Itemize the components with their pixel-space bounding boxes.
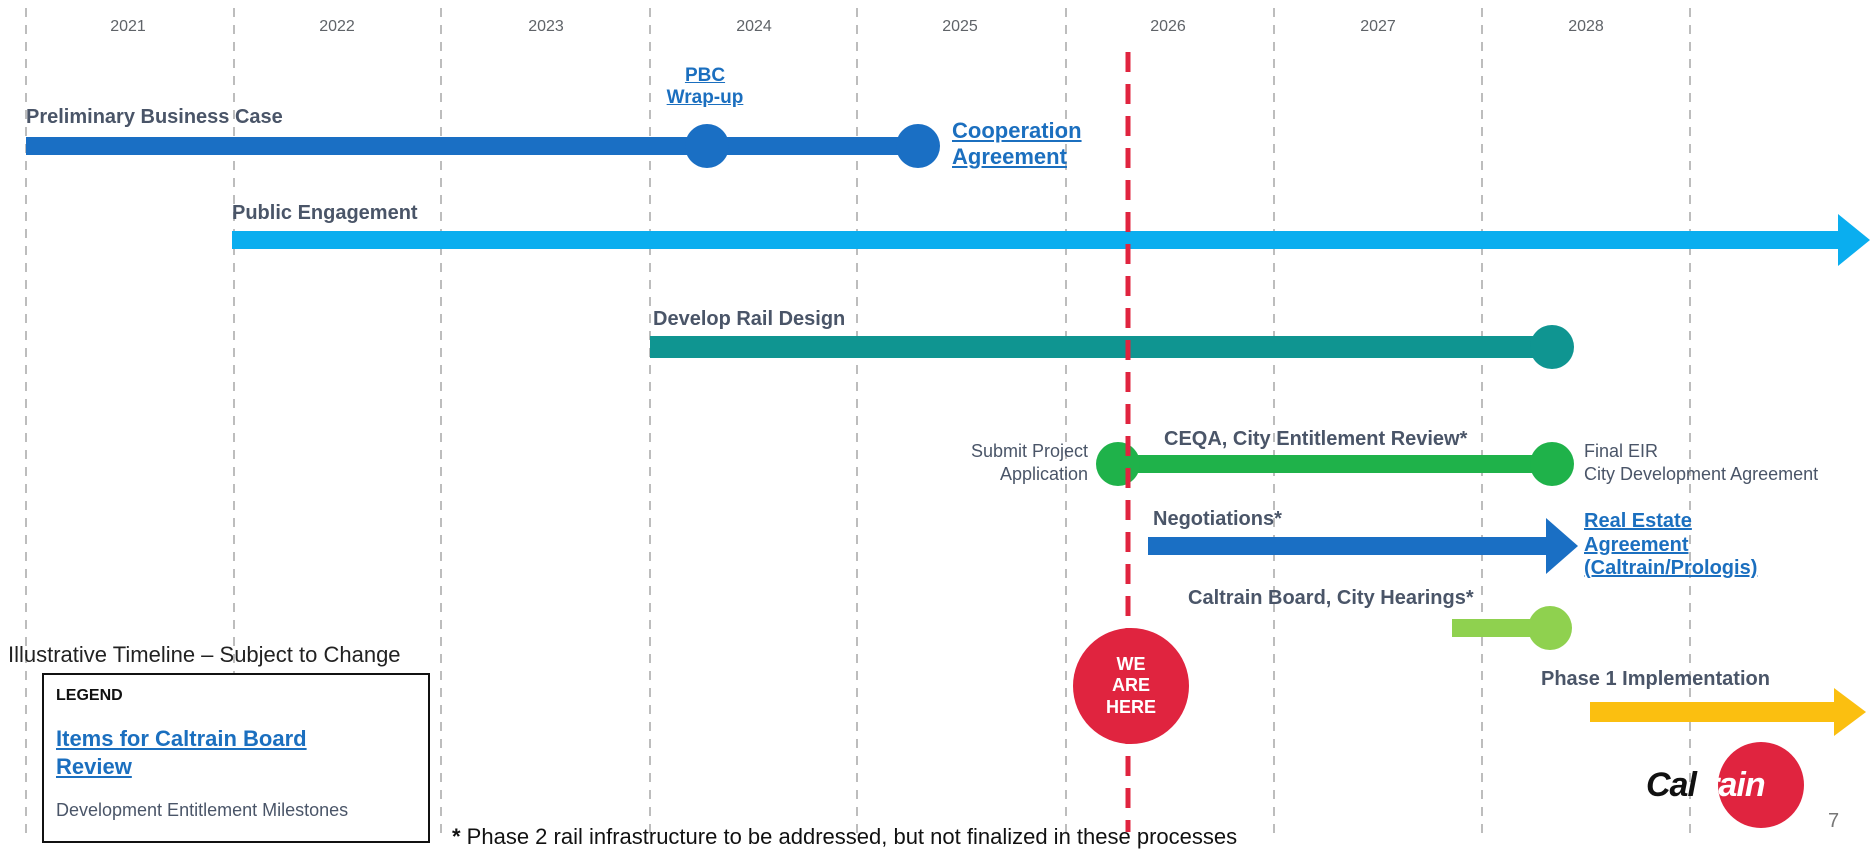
year-label-2024: 2024 [736,18,772,35]
phase1-implementation-label: Phase 1 Implementation [1541,668,1770,690]
timeline-caption: Illustrative Timeline – Subject to Chang… [8,642,401,667]
hearings-label: Caltrain Board, City Hearings* [1188,587,1474,609]
final-eir-line1: Final EIR [1584,441,1659,461]
submit-project-application-line1: Submit Project [970,441,1088,461]
hearings-bar [1452,606,1572,650]
hearings-milestone [1528,606,1572,650]
cooperation-agreement-milestone [896,124,940,168]
pbc-wrapup-line2: Wrap-up [666,87,744,109]
rail-design-end-milestone [1530,325,1574,369]
footnote: * Phase 2 rail infrastructure to be addr… [452,824,1237,850]
caltrain-logo: Caltrain [1640,740,1825,830]
page-number: 7 [1828,810,1840,832]
pbc-wrapup-milestone [685,124,729,168]
submit-application-milestone [1096,442,1140,486]
pbc-wrapup-link[interactable]: PBC Wrap-up [660,65,750,110]
pbc-wrapup-line1: PBC [684,65,726,86]
cooperation-agreement-line2: Agreement [952,143,1067,169]
submit-project-application-label: Submit Project Application [910,440,1088,485]
final-eir-label: Final EIR City Development Agreement [1584,440,1818,485]
preliminary-business-case-label: Preliminary Business Case [26,106,283,128]
we-are-here-line2: ARE [1111,675,1150,696]
negotiations-arrow [1148,518,1578,574]
legend-box: LEGEND Items for Caltrain Board Review D… [42,673,430,843]
caltrain-logo-part1: Cal [1646,766,1697,804]
cooperation-agreement-line1: Cooperation [952,118,1082,143]
final-eir-line2: City Development Agreement [1584,463,1819,484]
year-label-2025: 2025 [942,18,978,35]
caltrain-logo-circle [1718,742,1804,828]
develop-rail-design-label: Develop Rail Design [653,308,846,330]
negotiations-label: Negotiations* [1153,508,1282,530]
real-estate-agreement-line3: (Caltrain/Prologis) [1584,557,1758,580]
submit-project-application-line2: Application [999,463,1088,484]
develop-rail-design-bar [650,325,1574,369]
legend-development-milestones: Development Entitlement Milestones [56,800,349,820]
footnote-text: Phase 2 rail infrastructure to be addres… [460,824,1238,849]
year-label-2026: 2026 [1150,18,1186,35]
year-label-2027: 2027 [1360,18,1396,35]
we-are-here-badge: WE ARE HERE [1073,628,1189,744]
year-label-2028: 2028 [1568,18,1604,35]
caltrain-logo-part2: train [1695,766,1766,804]
legend-title: LEGEND [56,687,123,704]
preliminary-business-case-bar [26,124,940,168]
real-estate-agreement-line1: Real Estate [1584,510,1692,532]
public-engagement-label: Public Engagement [232,202,418,224]
we-are-here-line1: WE [1116,653,1146,674]
final-eir-milestone [1530,442,1574,486]
year-label-2023: 2023 [528,18,564,35]
phase1-implementation-arrow [1590,688,1866,736]
we-are-here-line3: HERE [1105,696,1156,717]
real-estate-agreement-link[interactable]: Real Estate Agreement (Caltrain/Prologis… [1584,510,1757,581]
real-estate-agreement-line2: Agreement [1584,533,1689,556]
legend-items-board-review-link[interactable]: Items for Caltrain Board Review [56,726,307,779]
cooperation-agreement-link[interactable]: Cooperation Agreement [952,118,1082,170]
year-label-2022: 2022 [319,18,355,35]
footnote-star: * [452,824,461,849]
public-engagement-arrow [232,214,1870,266]
year-label-2021: 2021 [110,18,146,35]
ceqa-review-label: CEQA, City Entitlement Review* [1164,428,1468,450]
caltrain-logo-text: Caltrain [1646,766,1766,805]
